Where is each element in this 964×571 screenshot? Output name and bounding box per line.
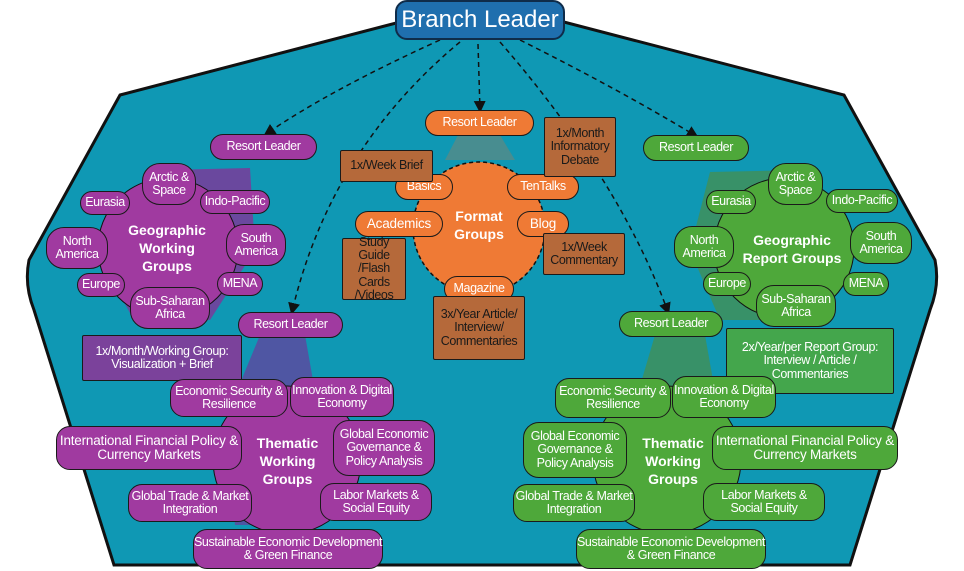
branch-leader: Branch Leader	[395, 0, 565, 40]
format-note-magazine: 3x/Year Article/ Interview/ Commentaries	[433, 296, 525, 360]
right-geo-south: South America	[850, 222, 912, 264]
left-geo-leader: Resort Leader	[210, 134, 317, 160]
left-them-leader: Resort Leader	[238, 312, 343, 338]
right-geo-subsaharan: Sub-Saharan Africa	[756, 285, 836, 327]
left-geo-indo: Indo-Pacific	[200, 190, 270, 214]
left-geo-eurasia: Eurasia	[80, 191, 130, 215]
right-geo-eurasia: Eurasia	[706, 190, 756, 214]
right-them-sustain: Sustainable Economic Development & Green…	[576, 529, 766, 569]
right-them-trade: Global Trade & Market Integration	[513, 484, 635, 522]
format-tentalks: TenTalks	[507, 174, 579, 200]
left-them-innov: Innovation & Digital Economy	[290, 377, 394, 417]
left-them-intlfin: International Financial Policy & Currenc…	[56, 426, 242, 470]
left-geo-arctic: Arctic & Space	[142, 163, 196, 205]
format-note-tentalks: 1x/Month Informatory Debate	[544, 117, 616, 177]
right-them-hub: Thematic Working Groups	[642, 434, 704, 488]
left-them-sustain: Sustainable Economic Development & Green…	[193, 529, 383, 569]
right-them-intlfin: International Financial Policy & Currenc…	[712, 426, 898, 470]
left-geo-europe: Europe	[77, 273, 125, 297]
right-them-labor: Labor Markets & Social Equity	[703, 483, 825, 521]
left-them-econsec: Economic Security & Resilience	[170, 379, 288, 417]
left-them-trade: Global Trade & Market Integration	[128, 484, 252, 522]
right-them-govern: Global Economic Governance & Policy Anal…	[523, 422, 627, 478]
right-them-econsec: Economic Security & Resilience	[555, 378, 671, 418]
left-geo-subsaharan: Sub-Saharan Africa	[130, 287, 210, 329]
format-leader: Resort Leader	[425, 110, 534, 136]
left-geo-mena: MENA	[217, 272, 263, 296]
right-geo-leader: Resort Leader	[643, 135, 749, 161]
left-them-hub: Thematic Working Groups	[256, 434, 319, 488]
format-hub: Format Groups	[454, 207, 504, 242]
left-geo-note: 1x/Month/Working Group: Visualization + …	[82, 335, 242, 381]
format-wedge	[445, 135, 515, 160]
right-them-innov: Innovation & Digital Economy	[672, 376, 776, 418]
format-note-basics: 1x/Week Brief	[340, 150, 433, 182]
right-geo-north: North America	[674, 226, 734, 268]
format-note-blog: 1x/Week Commentary	[543, 233, 625, 275]
left-them-govern: Global Economic Governance & Policy Anal…	[333, 420, 435, 476]
right-geo-europe: Europe	[703, 272, 751, 296]
format-academics: Academics	[355, 211, 443, 237]
right-geo-mena: MENA	[843, 272, 889, 296]
format-note-academics: Study Guide /Flash Cards /Videos	[342, 236, 406, 301]
left-geo-south: South America	[226, 224, 286, 266]
left-geo-north: North America	[46, 227, 108, 269]
left-geo-hub: Geographic Working Groups	[128, 221, 206, 275]
right-geo-indo: Indo-Pacific	[826, 189, 898, 213]
left-them-labor: Labor Markets & Social Equity	[320, 483, 432, 521]
right-geo-arctic: Arctic & Space	[768, 163, 823, 205]
right-geo-hub: Geographic Report Groups	[742, 231, 842, 266]
right-them-leader: Resort Leader	[619, 311, 723, 337]
